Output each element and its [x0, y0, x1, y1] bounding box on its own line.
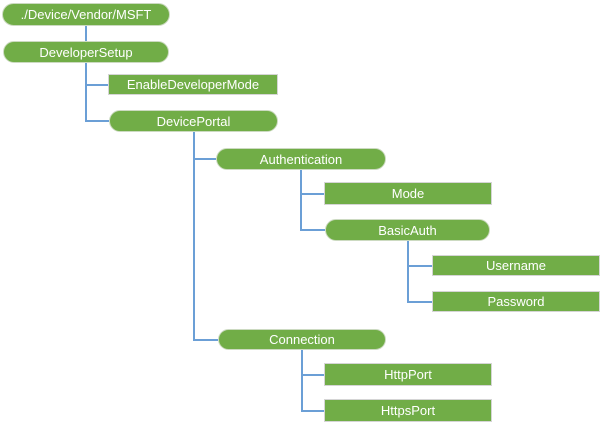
connector-line: [85, 26, 87, 41]
tree-node-developersetup: DeveloperSetup: [3, 41, 169, 63]
connector-line: [85, 83, 108, 86]
connector-line: [301, 409, 324, 412]
tree-node-root: ./Device/Vendor/MSFT: [2, 3, 170, 26]
tree-node-connection: Connection: [218, 329, 386, 350]
connector-line: [192, 338, 218, 341]
connector-line: [300, 229, 325, 231]
connector-line: [300, 192, 324, 195]
connector-line: [85, 63, 87, 122]
tree-node-authentication: Authentication: [216, 148, 386, 170]
connector-line: [85, 120, 109, 122]
connector-line: [406, 300, 432, 303]
connector-line: [192, 158, 216, 160]
tree-node-deviceportal: DevicePortal: [109, 110, 278, 132]
connector-line: [406, 264, 432, 267]
connector-line: [301, 350, 303, 412]
connector-line: [192, 132, 195, 341]
tree-node-enabledevelopermode: EnableDeveloperMode: [108, 74, 278, 95]
connector-line: [406, 241, 409, 303]
tree-node-httpsport: HttpsPort: [324, 399, 492, 422]
tree-node-mode: Mode: [324, 182, 492, 205]
tree-node-basicauth: BasicAuth: [325, 219, 490, 241]
tree-node-httpport: HttpPort: [324, 363, 492, 386]
connector-line: [300, 170, 302, 231]
tree-node-password: Password: [432, 291, 600, 312]
tree-node-username: Username: [432, 255, 600, 276]
connector-line: [301, 373, 324, 376]
